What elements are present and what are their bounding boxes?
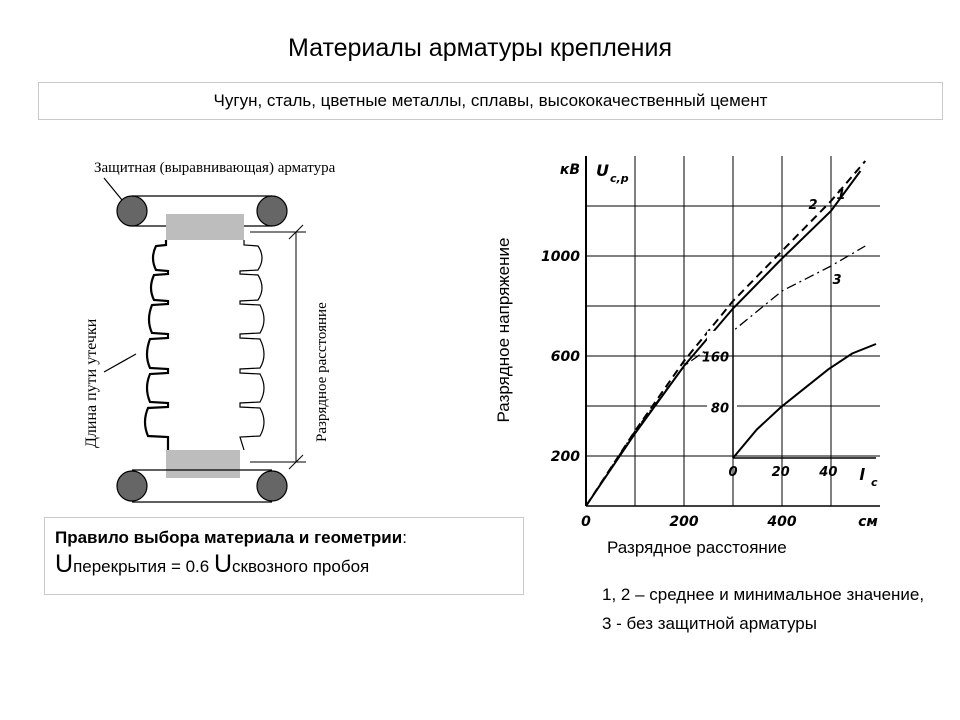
y-tick-label: 600 (551, 349, 580, 365)
top-cap (166, 214, 244, 240)
distance-dim-arrow (288, 454, 304, 470)
inset-tick-bg (707, 394, 737, 419)
protective-fittings-label: Защитная (выравнивающая) арматура (94, 160, 336, 176)
chart-y-axis-label: Разрядное напряжение (494, 237, 513, 423)
inset-x-symbol-label: l (859, 465, 865, 484)
page-title: Материалы арматуры крепления (287, 34, 672, 62)
legend-note: 1, 2 – среднее и минимальное значение, 3… (602, 585, 925, 633)
y-tick-label: 200 (551, 449, 580, 465)
formula-breakdown-text: сквозного пробоя (232, 557, 370, 576)
inset-tick-bg (707, 330, 737, 355)
inset-y-tick-label: 80 (711, 401, 729, 416)
rule-title-text: Правило выбора материала и геометрии (55, 528, 403, 547)
x-unit-label: см (858, 514, 878, 530)
x-tick-label: 200 (669, 514, 698, 530)
x-tick-label: 400 (766, 514, 796, 530)
bottom-cap (166, 450, 240, 478)
chart-x-axis-label: Разрядное расстояние (607, 538, 787, 557)
inset-x-symbol-sub-label: c (871, 476, 878, 489)
leakage-label-leader (103, 353, 137, 373)
rule-title: Правило выбора материала и геометрии: (55, 528, 523, 548)
inset-x-tick-label: 0 (728, 465, 737, 480)
series-label-3: 3 (832, 273, 841, 288)
insulator-diagram: Защитная (выравнивающая) арматура Длина … (83, 160, 336, 503)
top-ring-left (116, 195, 148, 227)
y-unit-label: кВ (560, 162, 580, 178)
series-label-1: 1 (836, 188, 845, 203)
rule-title-colon: : (402, 528, 407, 547)
distance-dim-arrow (288, 224, 304, 240)
rule-formula: Uперекрытия = 0.6 Uсквозного пробоя (55, 550, 523, 579)
materials-box: Чугун, сталь, цветные металлы, сплавы, в… (38, 82, 943, 120)
chart-series (585, 160, 877, 507)
discharge-distance-label: Разрядное расстояние (314, 302, 330, 442)
formula-flashover-text: перекрытия = 0.6 (73, 557, 214, 576)
leakage-path-label: Длина пути утечки (83, 318, 100, 448)
series-label-2: 2 (808, 198, 817, 213)
y-symbol-sub-label: c,p (610, 172, 629, 185)
formula-u-flashover: U (55, 550, 74, 578)
inset-x-tick-label: 40 (818, 465, 837, 480)
chart-axes (585, 156, 880, 507)
inset-series-line (732, 343, 877, 459)
formula-u-breakdown: U (213, 550, 233, 578)
series-line-1 (585, 160, 867, 507)
protective-label-leader (103, 177, 123, 201)
selection-rule-box: Правило выбора материала и геометрии: Uп… (44, 517, 524, 595)
insulator-body-right (239, 240, 265, 451)
y-tick-label: 1000 (541, 249, 580, 265)
insulator-body (143, 240, 170, 450)
x-tick-label: 0 (581, 514, 591, 530)
bottom-ring-left (116, 470, 148, 502)
inset-y-tick-label: 160 (702, 351, 729, 366)
y-symbol-label: U (596, 161, 609, 180)
top-ring-right (256, 195, 288, 227)
series-line-3 (585, 245, 866, 507)
bottom-ring-right (256, 470, 288, 502)
materials-text: Чугун, сталь, цветные металлы, сплавы, в… (213, 91, 768, 110)
inset-x-tick-label: 20 (772, 465, 790, 480)
